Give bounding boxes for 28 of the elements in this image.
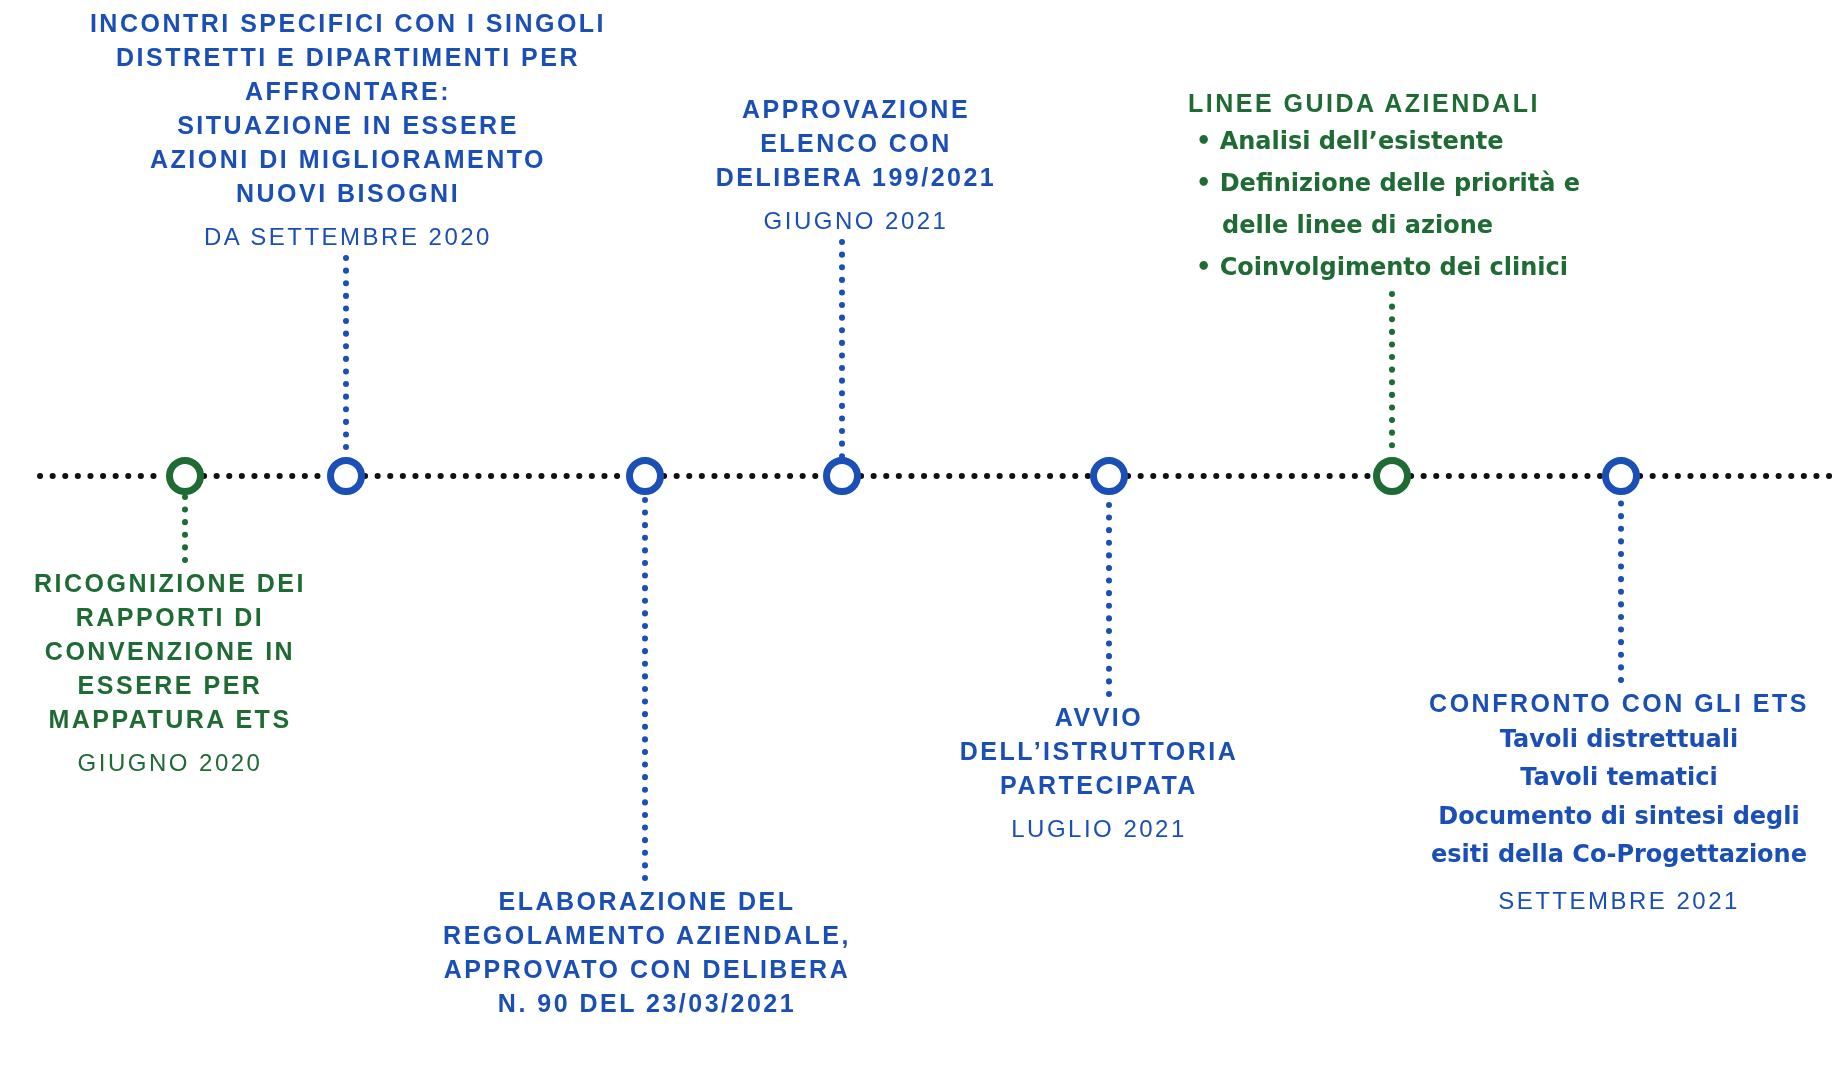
milestone-date: GIUGNO 2021 <box>762 206 950 236</box>
milestone-date: SETTEMBRE 2021 <box>1497 885 1741 916</box>
milestone-heading: RICOGNIZIONE DEI RAPPORTI DI CONVENZIONE IN ESSERE PER MAPPATURA ETS <box>33 568 307 735</box>
milestone-heading: AZIONI DI MIGLIORAMENTO <box>149 144 547 175</box>
timeline-marker <box>327 457 365 495</box>
bullet-item: • Definizione delle priorità e delle linee di azione <box>1195 168 1582 241</box>
milestone-date: DA SETTEMBRE 2020 <box>203 222 493 252</box>
sub-item: Tavoli distrettuali <box>1498 724 1740 755</box>
milestone-date: GIUGNO 2020 <box>76 748 264 778</box>
timeline-marker <box>823 457 861 495</box>
bullet-item: • Coinvolgimento dei clinici <box>1195 252 1570 283</box>
milestone-heading: ELABORAZIONE DEL REGOLAMENTO AZIENDALE, APPROVATO CON DELIBERA N. 90 DEL 23/03/2021 <box>442 886 852 1019</box>
timeline-marker <box>1602 457 1640 495</box>
milestone-heading: NUOVI BISOGNI <box>234 178 462 209</box>
milestone-heading: SITUAZIONE IN ESSERE <box>176 110 520 141</box>
bullet-item: • Analisi dell’esistente <box>1195 126 1505 157</box>
milestone-heading: CONFRONTO CON GLI ETS <box>1428 688 1810 719</box>
milestone-heading: INCONTRI SPECIFICI CON I SINGOLI DISTRETTI E DIPARTIMENTI PER AFFRONTARE: <box>88 8 608 107</box>
timeline-marker <box>166 457 204 495</box>
timeline-marker <box>626 457 664 495</box>
milestone-heading: APPROVAZIONE ELENCO CON DELIBERA 199/2021 <box>714 94 998 193</box>
milestone-heading: LINEE GUIDA AZIENDALI <box>1188 88 1542 119</box>
milestone-heading: AVVIO DELL’ISTRUTTORIA PARTECIPATA <box>958 702 1240 801</box>
timeline-marker <box>1373 457 1411 495</box>
sub-item: Tavoli tematici <box>1519 762 1719 794</box>
sub-item: Documento di sintesi degli esiti della Co-Progettazione <box>1430 800 1808 871</box>
milestone-date: LUGLIO 2021 <box>1010 814 1188 844</box>
timeline-marker <box>1090 457 1128 495</box>
